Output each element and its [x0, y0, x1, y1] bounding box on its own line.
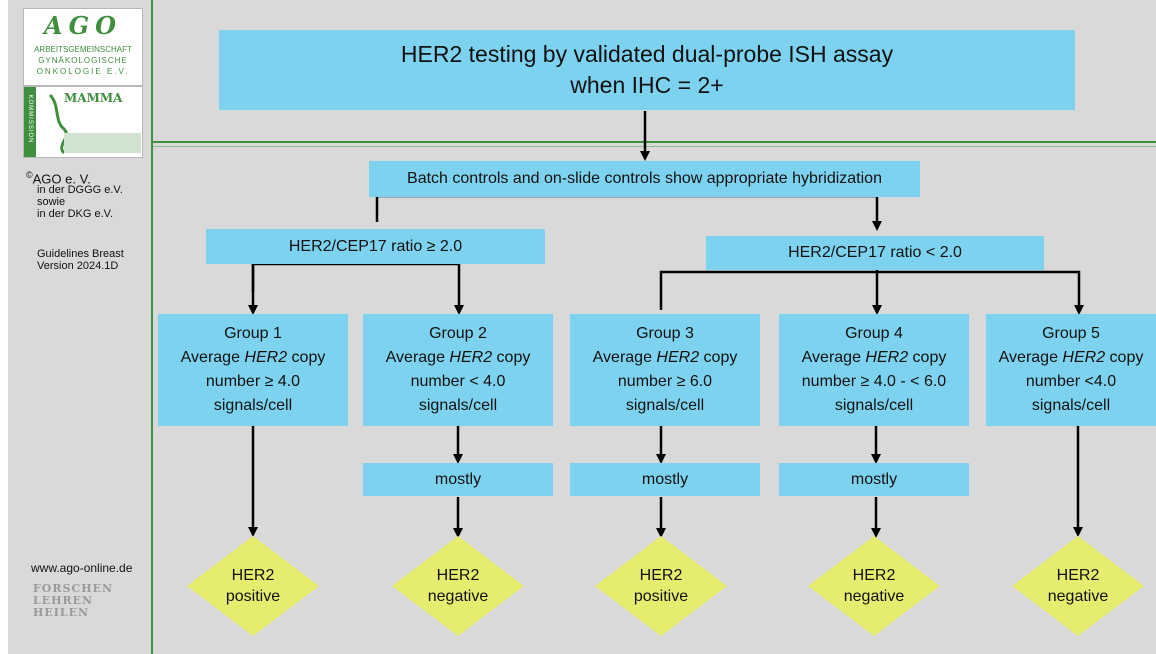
result-line2: negative [1047, 588, 1109, 605]
group-average: Average HER2 copy [998, 349, 1144, 366]
result-line2: negative [843, 588, 905, 605]
group-box-3: Group 3 Average HER2 copy number ≥ 6.0 s… [570, 314, 760, 426]
result-text: HER2 positive [595, 536, 727, 636]
mamma-label: MAMMA [64, 91, 123, 105]
kommission-band [24, 87, 36, 157]
ago-logo: AGO ARBEITSGEMEINSCHAFT GYNÄKOLOGISCHE O… [23, 8, 143, 86]
controls-box: Batch controls and on-slide controls sho… [369, 161, 920, 197]
copyright-line: ©AGO e. V. [26, 167, 91, 187]
result-diamond-4: HER2 negative [808, 536, 940, 636]
result-diamond-3: HER2 positive [595, 536, 727, 636]
group-average: Average HER2 copy [592, 349, 738, 366]
group-title: Group 4 [845, 325, 903, 342]
connector-ratio-high-split [251, 262, 464, 315]
ratio-low-box: HER2/CEP17 ratio < 2.0 [706, 236, 1044, 270]
result-line1: HER2 [639, 567, 683, 584]
motto-line: HEILEN [33, 606, 90, 619]
motto-line: FORSCHEN [33, 582, 114, 595]
mostly-box-2: mostly [363, 463, 553, 496]
title-line2: when IHC = 2+ [570, 72, 724, 98]
ago-line1: ARBEITSGEMEINSCHAFT [34, 45, 132, 54]
result-line2: positive [225, 588, 281, 605]
connector-controls-split [375, 194, 882, 231]
result-diamond-2: HER2 negative [392, 536, 524, 636]
group-average: Average HER2 copy [385, 349, 531, 366]
horizontal-divider [153, 141, 1156, 143]
connector-ratio-low-split [659, 270, 1084, 315]
result-line1: HER2 [852, 567, 896, 584]
group-average: Average HER2 copy [801, 349, 947, 366]
group-title: Group 1 [224, 325, 282, 342]
website-text: www.ago-online.de [31, 561, 133, 575]
mostly-box-4: mostly [779, 463, 969, 496]
title-line1: HER2 testing by validated dual-probe ISH… [400, 41, 894, 67]
result-line1: HER2 [436, 567, 480, 584]
version-text: Version 2024.1D [37, 260, 119, 272]
result-line2: negative [427, 588, 489, 605]
group-number: number ≥ 4.0 - < 6.0 [801, 373, 947, 390]
dkg-text: in der DKG e.V. [37, 208, 114, 220]
result-line1: HER2 [231, 567, 275, 584]
diamond-shape [808, 536, 940, 636]
motto: FORSCHEN LEHREN HEILEN [33, 583, 113, 619]
group-box-4: Group 4 Average HER2 copy number ≥ 4.0 -… [779, 314, 969, 426]
group-unit: signals/cell [213, 397, 293, 414]
org-name: AGO e. V. [32, 171, 91, 187]
group-box-5: Group 5 Average HER2 copy number <4.0 si… [986, 314, 1156, 426]
result-diamond-5: HER2 negative [1012, 536, 1144, 636]
copyright-symbol: © [26, 170, 33, 180]
group-unit: signals/cell [418, 397, 498, 414]
ago-wordmark: AGO [43, 11, 123, 40]
mamma-logo: KOMMISSION MAMMA [23, 86, 143, 158]
ratio-high-box: HER2/CEP17 ratio ≥ 2.0 [206, 229, 545, 264]
result-text: HER2 negative [1012, 536, 1144, 636]
motto-line: LEHREN [33, 594, 94, 607]
group-title: Group 2 [429, 325, 487, 342]
group-title: Group 5 [1042, 325, 1100, 342]
ago-line3: ONKOLOGIE E.V. [36, 67, 130, 76]
guidelines-text: Guidelines Breast [37, 248, 124, 260]
result-line1: HER2 [1056, 567, 1100, 584]
group-unit: signals/cell [834, 397, 914, 414]
result-text: HER2 negative [808, 536, 940, 636]
horizontal-divider-light [153, 146, 1156, 147]
mostly-box-3: mostly [570, 463, 760, 496]
dggg-text: in der DGGG e.V. [37, 184, 123, 196]
group-number: number < 4.0 [410, 373, 506, 390]
group-number: number ≥ 6.0 [617, 373, 713, 390]
group-unit: signals/cell [1031, 397, 1111, 414]
diamond-shape [187, 536, 319, 636]
diamond-shape [595, 536, 727, 636]
vertical-divider [151, 0, 153, 654]
result-diamond-1: HER2 positive [187, 536, 319, 636]
result-line2: positive [633, 588, 689, 605]
ago-line2: GYNÄKOLOGISCHE [38, 56, 128, 65]
group-title: Group 3 [636, 325, 694, 342]
group-number: number ≥ 4.0 [205, 373, 301, 390]
group-number: number <4.0 [1025, 373, 1117, 390]
group-average: Average HER2 copy [180, 349, 326, 366]
mamma-figure-icon [48, 93, 141, 155]
result-text: HER2 negative [392, 536, 524, 636]
sowie-text: sowie [37, 196, 66, 208]
result-text: HER2 positive [187, 536, 319, 636]
diamond-shape [392, 536, 524, 636]
group-box-2: Group 2 Average HER2 copy number < 4.0 s… [363, 314, 553, 426]
group-unit: signals/cell [625, 397, 705, 414]
title-box: HER2 testing by validated dual-probe ISH… [219, 30, 1075, 110]
diamond-shape [1012, 536, 1144, 636]
group-box-1: Group 1 Average HER2 copy number ≥ 4.0 s… [158, 314, 348, 426]
